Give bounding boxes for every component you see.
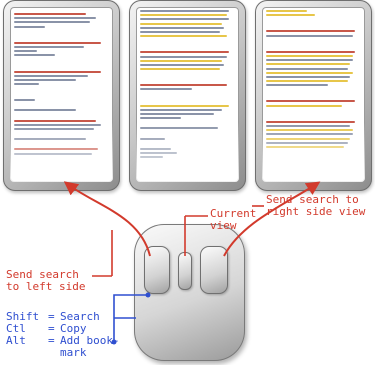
right-document-window[interactable]	[255, 0, 372, 191]
modifier-key: Shift	[6, 310, 40, 323]
scroll-wheel-button[interactable]	[178, 252, 192, 290]
center-document-page	[136, 7, 239, 182]
left-mouse-button[interactable]	[144, 246, 170, 294]
modifier-action: Search	[60, 310, 100, 323]
current-view-label: Current view	[210, 207, 257, 232]
equals-sign: =	[48, 334, 55, 347]
modifier-action: Add book- mark	[60, 334, 120, 359]
modifier-row: Alt = Add book- mark	[6, 335, 120, 359]
left-document-window[interactable]	[3, 0, 120, 191]
modifier-action: Copy	[60, 322, 87, 335]
right-mouse-button[interactable]	[200, 246, 228, 294]
modifier-row: Shift = Search	[6, 311, 120, 323]
right-document-page	[262, 7, 365, 182]
modifier-key: Ctl	[6, 322, 26, 335]
modifier-row: Ctl = Copy	[6, 323, 120, 335]
modifier-key: Alt	[6, 334, 26, 347]
equals-sign: =	[48, 310, 55, 323]
center-document-window[interactable]	[129, 0, 246, 191]
mouse-body	[134, 224, 245, 361]
send-right-label: Send search to right side view	[266, 193, 366, 218]
modifier-legend: Shift = Search Ctl = Copy Alt = Add book…	[6, 311, 120, 359]
left-document-page	[10, 7, 113, 182]
send-left-label: Send search to left side	[6, 268, 86, 293]
equals-sign: =	[48, 322, 55, 335]
